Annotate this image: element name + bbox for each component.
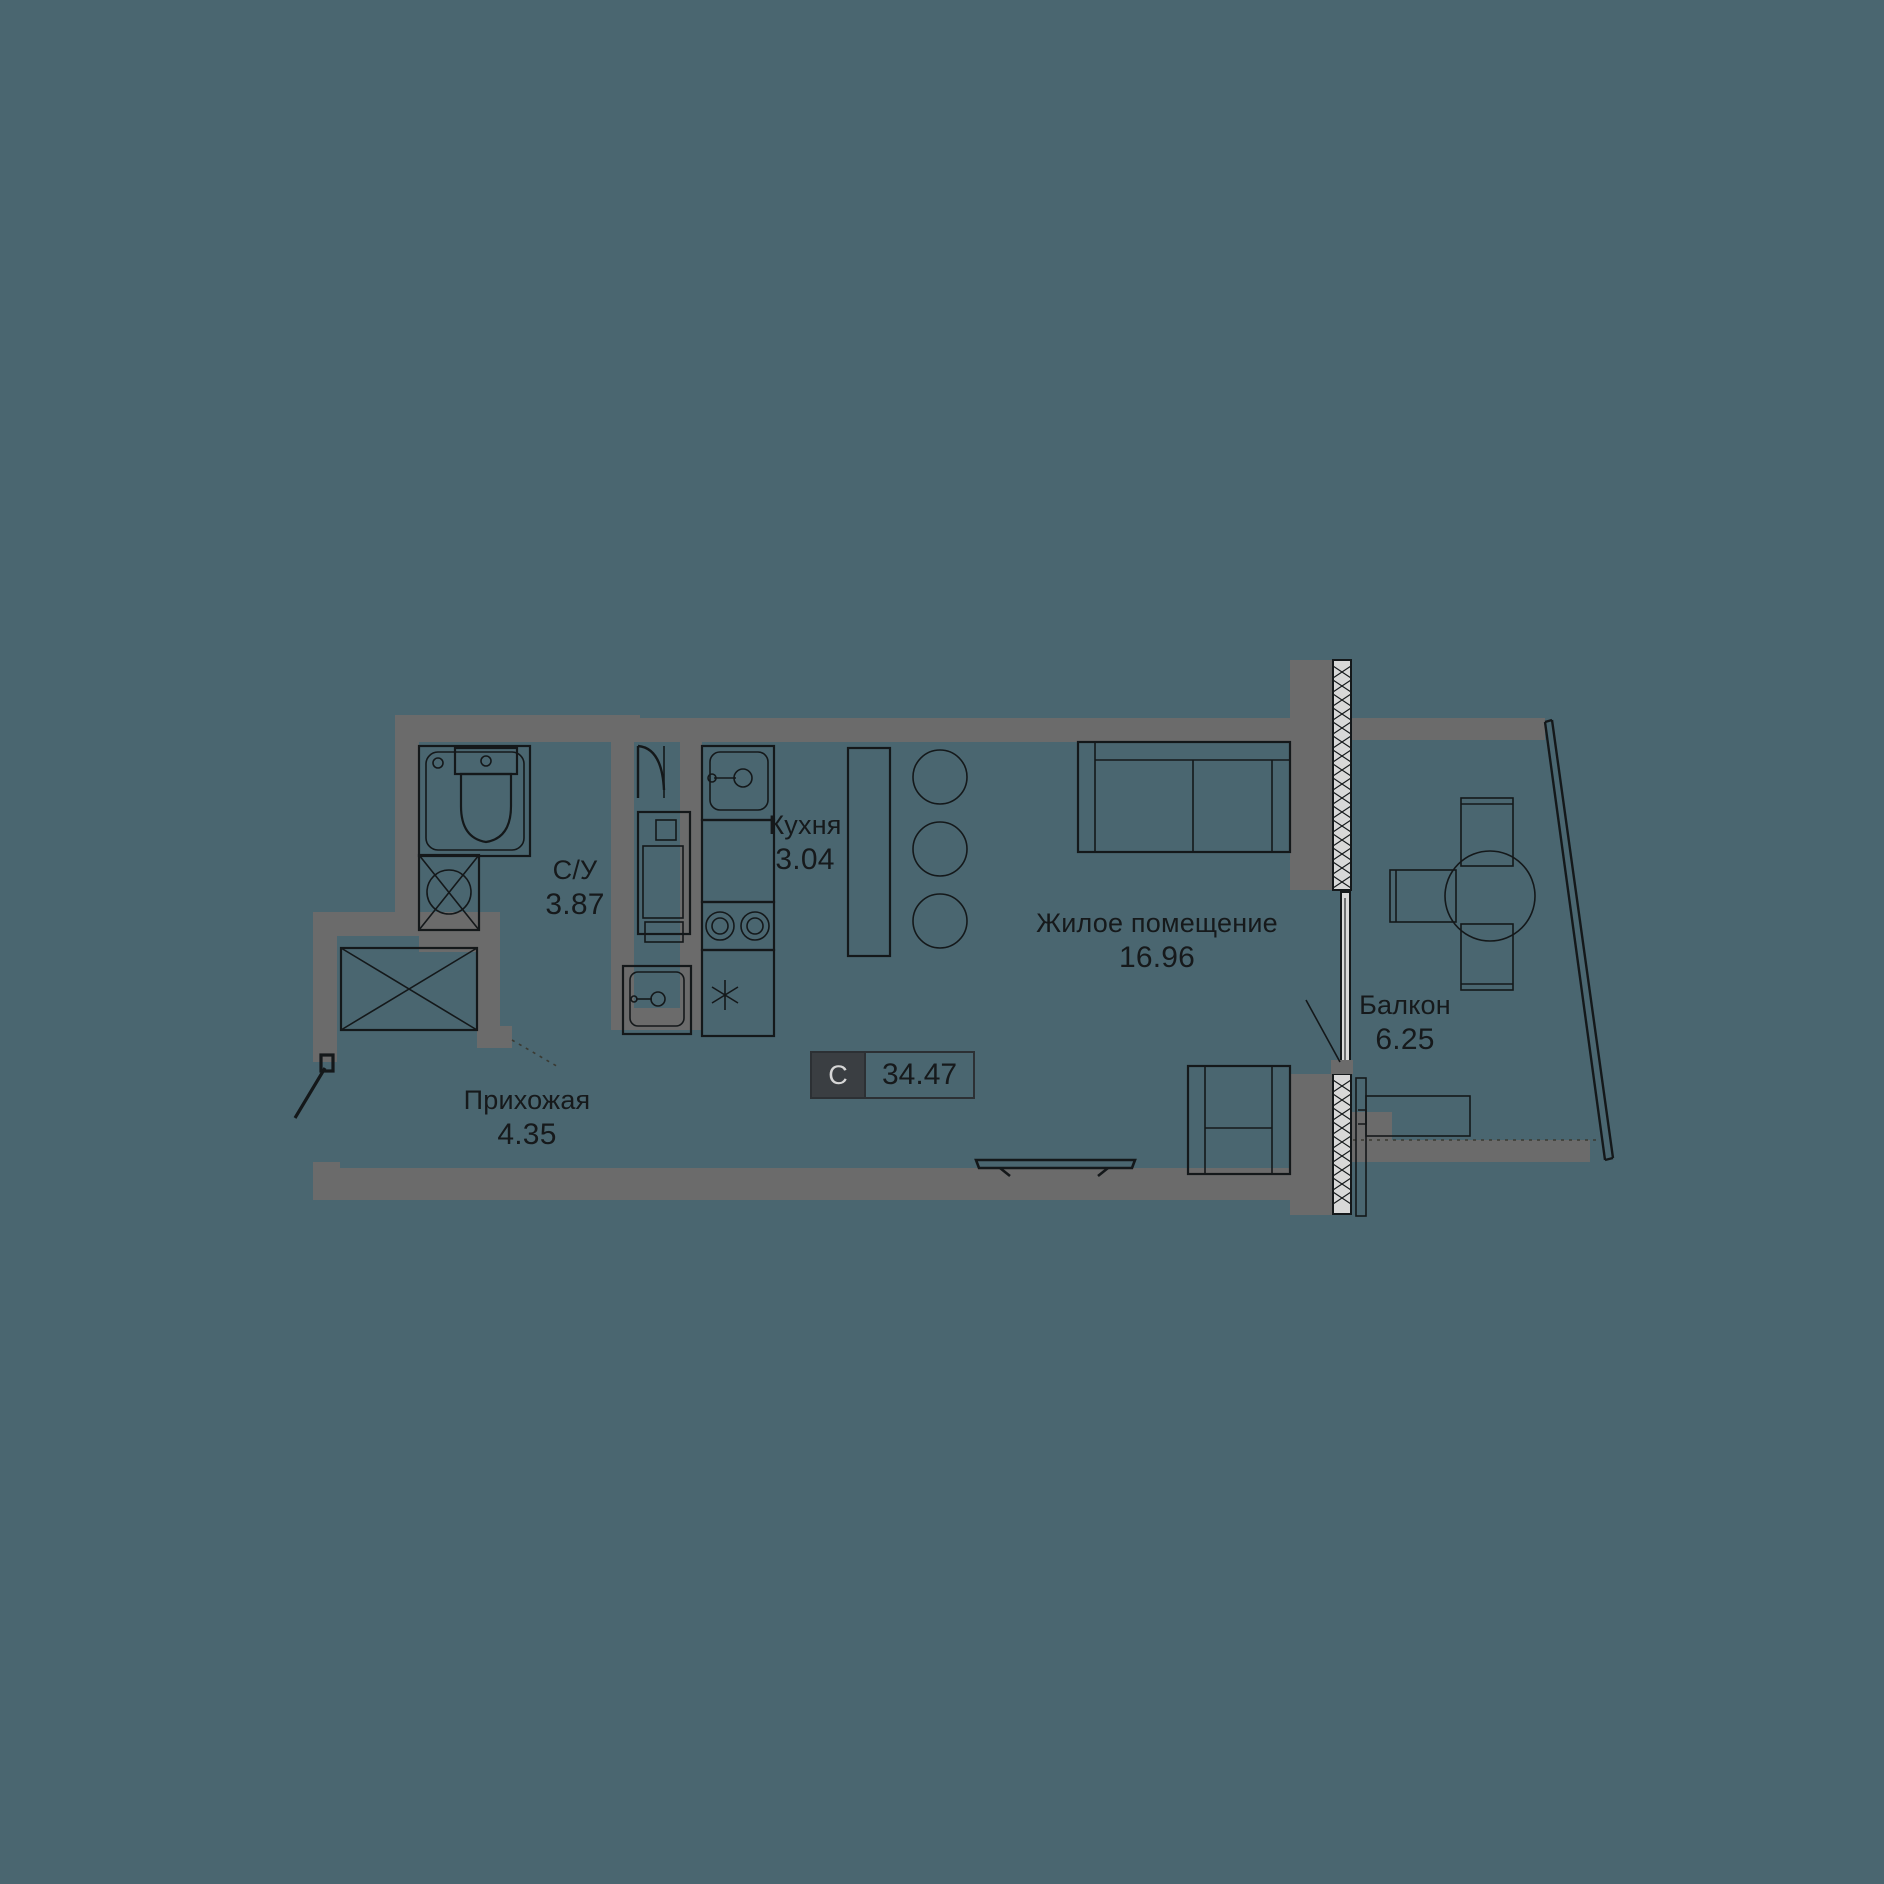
utility-shaft-fixtures bbox=[621, 810, 693, 1036]
room-name-hallway: Прихожая bbox=[463, 1085, 591, 1115]
room-name-living: Жилое помещение bbox=[1036, 908, 1278, 938]
fridge-body bbox=[700, 948, 776, 1038]
wall-bottom bbox=[313, 1168, 1333, 1200]
glazing-hatch-lower bbox=[1332, 1079, 1352, 1205]
wall-balcony-pier-bottom bbox=[1290, 1074, 1333, 1215]
balcony-door-lower-glazing bbox=[1332, 1073, 1352, 1215]
room-area-bathroom: 3.87 bbox=[545, 887, 605, 921]
toilet-bowl bbox=[459, 772, 513, 844]
washing-machine-cross bbox=[418, 854, 480, 931]
balcony-railing-cap-bottom bbox=[1604, 1156, 1614, 1162]
apartment-type-code: C bbox=[812, 1053, 866, 1097]
balcony-chair-bottom bbox=[1460, 923, 1514, 991]
room-area-balcony: 6.25 bbox=[1375, 1022, 1435, 1056]
kitchen-base-cabinet bbox=[700, 818, 776, 904]
kitchen-fixtures bbox=[700, 744, 968, 1038]
balcony-door-threshold bbox=[1331, 1060, 1353, 1074]
toilet-flush-button bbox=[480, 755, 492, 767]
balcony-parapet-bottom bbox=[1345, 1140, 1590, 1162]
room-area-kitchen: 3.04 bbox=[775, 842, 835, 876]
sofa-body bbox=[1076, 740, 1292, 854]
balcony-door-leaf-upper bbox=[1340, 891, 1351, 1073]
tv-unit bbox=[974, 1158, 1137, 1178]
fridge-snowflake-icon bbox=[711, 980, 739, 1010]
kitchen-sink-drain bbox=[733, 768, 753, 788]
wardrobe-body bbox=[339, 946, 479, 1032]
room-label-living: Жилое помещение 16.96 bbox=[1036, 908, 1278, 975]
cooktop-burner-right bbox=[740, 911, 770, 941]
boiler-cabinet bbox=[636, 810, 692, 936]
room-name-kitchen: Кухня bbox=[768, 810, 842, 840]
vanity-basin-drain bbox=[650, 991, 666, 1007]
balcony-table bbox=[1444, 850, 1536, 942]
wall-hall-left bbox=[313, 912, 337, 1062]
boiler-panel bbox=[655, 819, 677, 841]
wall-balcony-pier-top bbox=[1290, 660, 1333, 890]
washing-machine-body bbox=[417, 853, 481, 932]
entrance-door-hinge bbox=[319, 1053, 335, 1073]
total-area-badge: C 34.47 bbox=[810, 1051, 976, 1099]
vanity-basin-inner bbox=[629, 971, 685, 1027]
balcony-railing-cap-top bbox=[1544, 718, 1553, 724]
glazing-hatch-upper bbox=[1332, 665, 1352, 889]
vanity-basin-tap-knob bbox=[630, 995, 638, 1003]
armchair-body bbox=[1186, 1064, 1292, 1176]
room-label-hallway: Прихожая 4.35 bbox=[464, 1085, 591, 1152]
shower-drain bbox=[432, 757, 444, 769]
balcony-door-upper-glazing bbox=[1332, 659, 1352, 891]
balcony-door-leaf-lower bbox=[1355, 1077, 1367, 1217]
wall-bottom-left-stub bbox=[313, 1162, 340, 1200]
wardrobe-cross bbox=[340, 947, 478, 1031]
kitchen-sink-tap-knob bbox=[707, 773, 717, 783]
washing-machine-drum bbox=[426, 869, 472, 915]
bathroom-fixtures bbox=[417, 744, 666, 932]
bar-stool-3 bbox=[912, 893, 968, 949]
living-furniture bbox=[974, 740, 1292, 1178]
balcony-railing-outer bbox=[1543, 721, 1607, 1161]
room-name-balcony: Балкон bbox=[1359, 990, 1451, 1020]
wall-bath-right bbox=[611, 742, 634, 1030]
room-name-bathroom: С/У bbox=[552, 855, 598, 885]
balcony-chair-top bbox=[1460, 797, 1514, 867]
room-label-kitchen: Кухня 3.04 bbox=[768, 810, 841, 877]
cooktop-burner-left-inner bbox=[711, 917, 729, 935]
shower-tray-outer bbox=[417, 744, 532, 858]
apartment-total-area: 34.47 bbox=[882, 1058, 958, 1091]
boiler-vent bbox=[644, 921, 684, 943]
kitchen-island bbox=[846, 746, 892, 958]
kitchen-sink-bowl bbox=[709, 751, 769, 811]
balcony-leader-line bbox=[1305, 999, 1341, 1063]
balcony-cabinet-handle bbox=[1358, 1109, 1367, 1125]
wall-bath-left bbox=[395, 718, 419, 930]
balcony-railing-inner bbox=[1550, 719, 1615, 1159]
hallway-wardrobe bbox=[339, 946, 479, 1032]
balcony-railing bbox=[1345, 718, 1615, 1162]
cooktop-burner-right-inner bbox=[746, 917, 764, 935]
bathroom-door bbox=[636, 744, 666, 798]
vanity-basin-outer bbox=[621, 964, 693, 1036]
wall-hall-right-stub bbox=[477, 1026, 512, 1048]
entrance-door bbox=[293, 1039, 561, 1119]
room-label-balcony: Балкон 6.25 bbox=[1359, 990, 1451, 1057]
balcony-chair-left bbox=[1389, 869, 1457, 923]
wall-top-left bbox=[395, 715, 640, 742]
walls-group bbox=[313, 660, 1590, 1215]
bar-stool-2 bbox=[912, 821, 968, 877]
wall-hall-right bbox=[477, 930, 500, 1048]
boiler-door bbox=[642, 845, 684, 919]
bar-stool-1 bbox=[912, 749, 968, 805]
room-label-bathroom: С/У 3.87 bbox=[545, 855, 604, 922]
balcony-parapet-top bbox=[1345, 718, 1545, 740]
glazing-group bbox=[1331, 659, 1367, 1217]
balcony-furniture bbox=[1358, 797, 1536, 1137]
room-area-hallway: 4.35 bbox=[497, 1117, 557, 1151]
hallway-leader-line bbox=[511, 1039, 561, 1069]
shower-tray-inner bbox=[425, 751, 525, 851]
entrance-door-leaf bbox=[293, 1067, 327, 1119]
cooktop-burner-left bbox=[705, 911, 735, 941]
room-area-living: 16.96 bbox=[1118, 940, 1196, 974]
